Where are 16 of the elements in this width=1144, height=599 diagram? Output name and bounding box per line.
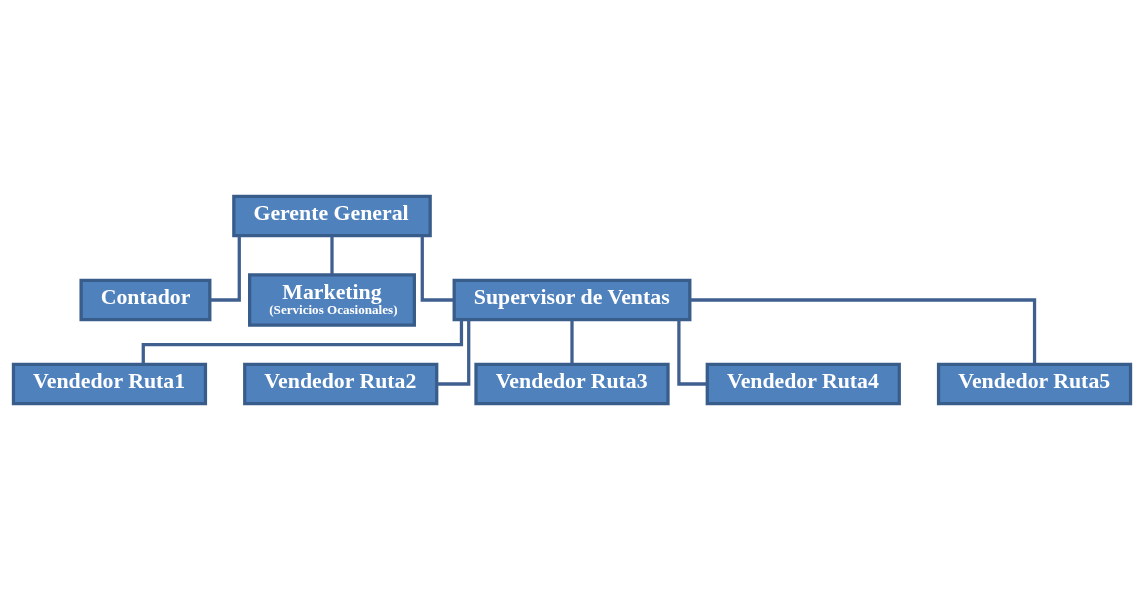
node-box: Gerente General (232, 194, 432, 237)
connector (420, 235, 455, 302)
connector (689, 297, 1037, 364)
node-box: Contador (79, 278, 212, 321)
node-box: Supervisor de Ventas (452, 278, 692, 321)
node-box: Vendedor Ruta3 (474, 362, 670, 405)
connector (330, 235, 334, 275)
node-box: Vendedor Ruta4 (705, 362, 901, 405)
connector (677, 319, 708, 386)
connector (570, 319, 574, 364)
node-box: Marketing (Servicios Ocasionales) (248, 272, 416, 327)
node-box: Vendedor Ruta2 (243, 362, 439, 405)
connector (210, 235, 241, 302)
connector (436, 319, 471, 386)
node-box: Vendedor Ruta5 (936, 362, 1133, 405)
node-box: Vendedor Ruta1 (11, 362, 208, 405)
